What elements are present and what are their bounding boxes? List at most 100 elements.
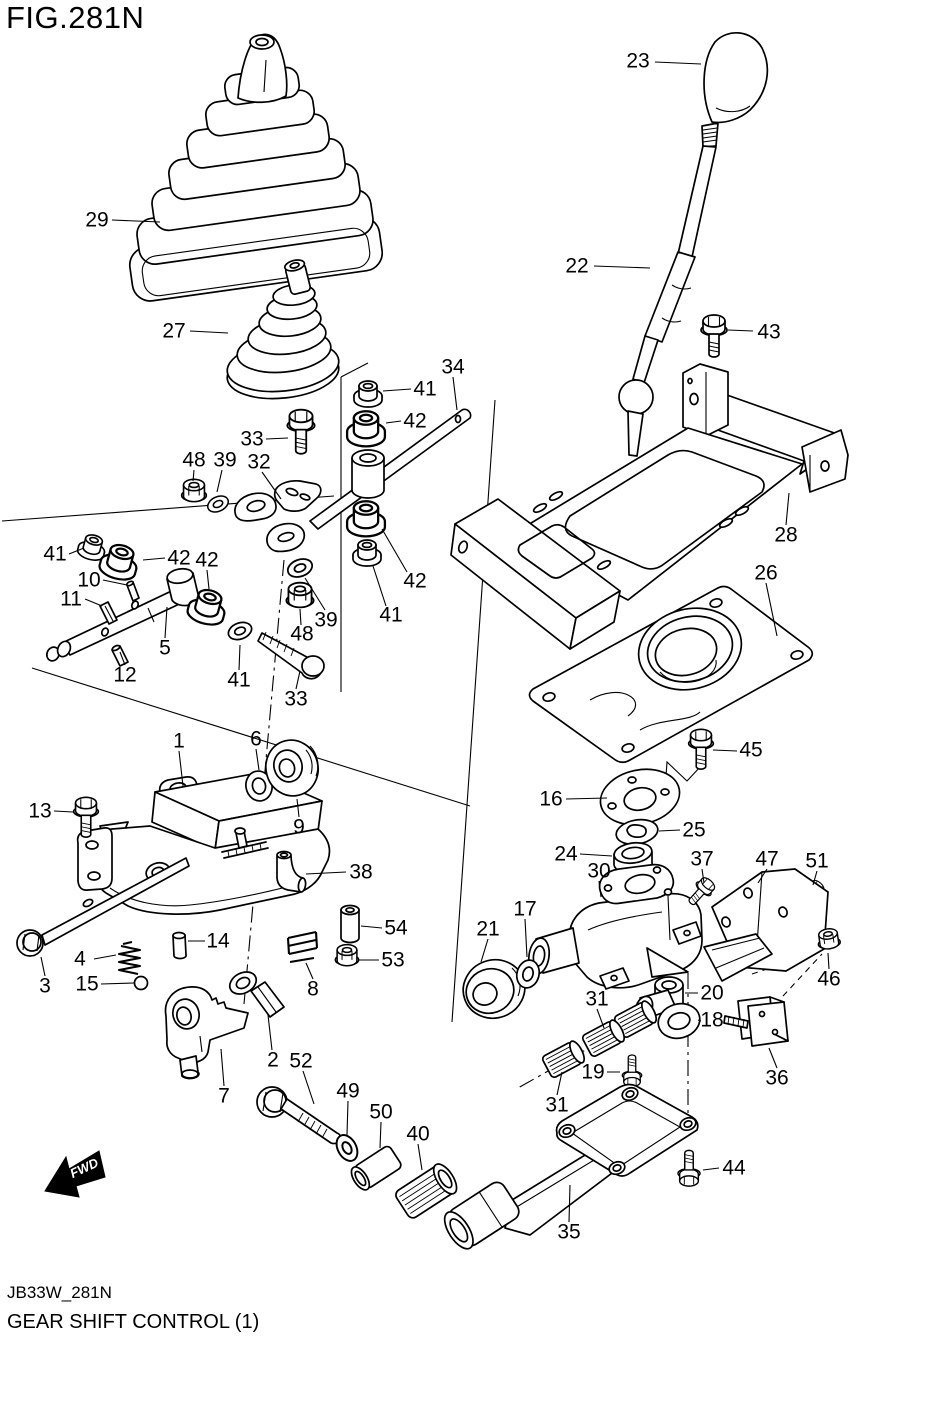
part-callout-10: 10 <box>77 568 101 592</box>
part-39-washer-a <box>204 492 232 516</box>
part-42-bush-a <box>96 539 143 585</box>
part-callout-46: 46 <box>817 967 841 991</box>
part-callout-47: 47 <box>755 847 779 871</box>
part-2-yoke <box>228 971 285 1018</box>
part-callout-20: 20 <box>700 981 724 1005</box>
part-47-bracket <box>703 868 829 982</box>
part-34-rod <box>309 408 472 530</box>
part-callout-15: 15 <box>75 972 99 996</box>
part-callout-45: 45 <box>739 738 763 762</box>
part-45-bolt <box>687 728 715 771</box>
part-callout-22: 22 <box>565 254 589 278</box>
part-callout-7: 7 <box>218 1084 230 1108</box>
part-callout-33: 33 <box>240 427 264 451</box>
part-callout-33: 33 <box>284 687 308 711</box>
part-6-ring <box>245 770 273 802</box>
part-10-pin <box>125 580 140 602</box>
part-callout-6: 6 <box>250 727 262 751</box>
part-callout-41: 41 <box>43 542 67 566</box>
part-36-mount <box>723 996 789 1047</box>
part-callout-24: 24 <box>554 842 578 866</box>
part-callout-21: 21 <box>476 917 500 941</box>
part-54-spacer <box>340 904 360 944</box>
part-callout-41: 41 <box>227 668 251 692</box>
part-callout-1: 1 <box>173 729 185 753</box>
part-callout-42: 42 <box>195 548 219 572</box>
part-callout-8: 8 <box>307 977 319 1001</box>
part-callout-25: 25 <box>682 818 706 842</box>
part-callout-42: 42 <box>167 546 191 570</box>
part-callout-53: 53 <box>381 948 405 972</box>
part-41-bush-low <box>352 539 382 567</box>
part-26-plate <box>528 585 814 764</box>
drawing-code: JB33W_281N <box>7 1283 112 1302</box>
part-callout-29: 29 <box>85 208 109 232</box>
part-callout-2: 2 <box>267 1048 279 1072</box>
part-32-bracket <box>234 479 322 553</box>
part-17-ring <box>515 959 541 989</box>
part-bush-center <box>351 449 385 499</box>
part-23-knob <box>703 32 769 124</box>
leader-lines <box>40 61 830 1223</box>
part-callout-52: 52 <box>289 1049 313 1073</box>
part-21-bushing <box>462 958 526 1020</box>
part-53-nut <box>334 943 360 967</box>
figure-caption: GEAR SHIFT CONTROL (1) <box>7 1311 260 1333</box>
part-1-housing <box>76 772 331 915</box>
part-14-pin <box>172 931 187 960</box>
part-callout-23: 23 <box>626 49 650 73</box>
part-callout-40: 40 <box>406 1122 430 1146</box>
part-42-bush-top <box>345 410 387 448</box>
part-callout-42: 42 <box>403 409 427 433</box>
part-callout-54: 54 <box>384 916 408 940</box>
part-callout-18: 18 <box>700 1008 724 1032</box>
part-48-nut-b <box>285 581 315 609</box>
part-38-breather <box>276 850 307 893</box>
part-callout-4: 4 <box>74 947 86 971</box>
part-callout-42: 42 <box>403 569 427 593</box>
part-callout-38: 38 <box>349 860 373 884</box>
part-8-spring <box>286 930 319 964</box>
part-callout-39: 39 <box>314 608 338 632</box>
part-33-bolt-upper <box>286 408 316 455</box>
part-callout-19: 19 <box>581 1060 605 1084</box>
part-callout-43: 43 <box>757 320 781 344</box>
part-9-bushing <box>265 739 319 797</box>
part-callout-16: 16 <box>539 787 563 811</box>
part-7-cam <box>164 986 249 1080</box>
part-22-lever <box>618 122 719 457</box>
part-callout-51: 51 <box>805 849 829 873</box>
part-41-bush-top <box>353 380 383 408</box>
part-4-spring <box>117 940 142 976</box>
part-callout-36: 36 <box>765 1066 789 1090</box>
part-28-bracket <box>450 363 849 650</box>
part-callout-41: 41 <box>413 377 437 401</box>
part-callout-31: 31 <box>585 987 609 1011</box>
part-callout-28: 28 <box>774 523 798 547</box>
part-48-nut-a <box>180 478 208 503</box>
part-43-bolt <box>700 314 728 358</box>
part-callout-12: 12 <box>113 663 137 687</box>
part-callout-39: 39 <box>213 448 237 472</box>
part-callout-44: 44 <box>722 1156 746 1180</box>
part-callout-17: 17 <box>513 897 537 921</box>
part-callout-27: 27 <box>162 319 186 343</box>
figure-title: FIG.281N <box>6 0 145 35</box>
part-40-bush <box>395 1163 458 1219</box>
fwd-arrow: FWD <box>44 1150 106 1198</box>
part-callout-26: 26 <box>754 561 778 585</box>
part-callout-30: 30 <box>587 859 611 883</box>
part-callout-50: 50 <box>369 1100 393 1124</box>
part-35-lever <box>443 1083 699 1250</box>
part-15-ball <box>133 975 149 991</box>
part-39-washer-b <box>284 554 316 582</box>
part-30-case <box>527 863 703 990</box>
part-33-bolt-lower <box>257 631 325 680</box>
part-29-boot <box>128 33 384 302</box>
part-3-bolt <box>16 857 190 957</box>
part-31-rollers <box>541 1000 658 1079</box>
part-callout-13: 13 <box>28 799 52 823</box>
part-callout-48: 48 <box>290 622 314 646</box>
